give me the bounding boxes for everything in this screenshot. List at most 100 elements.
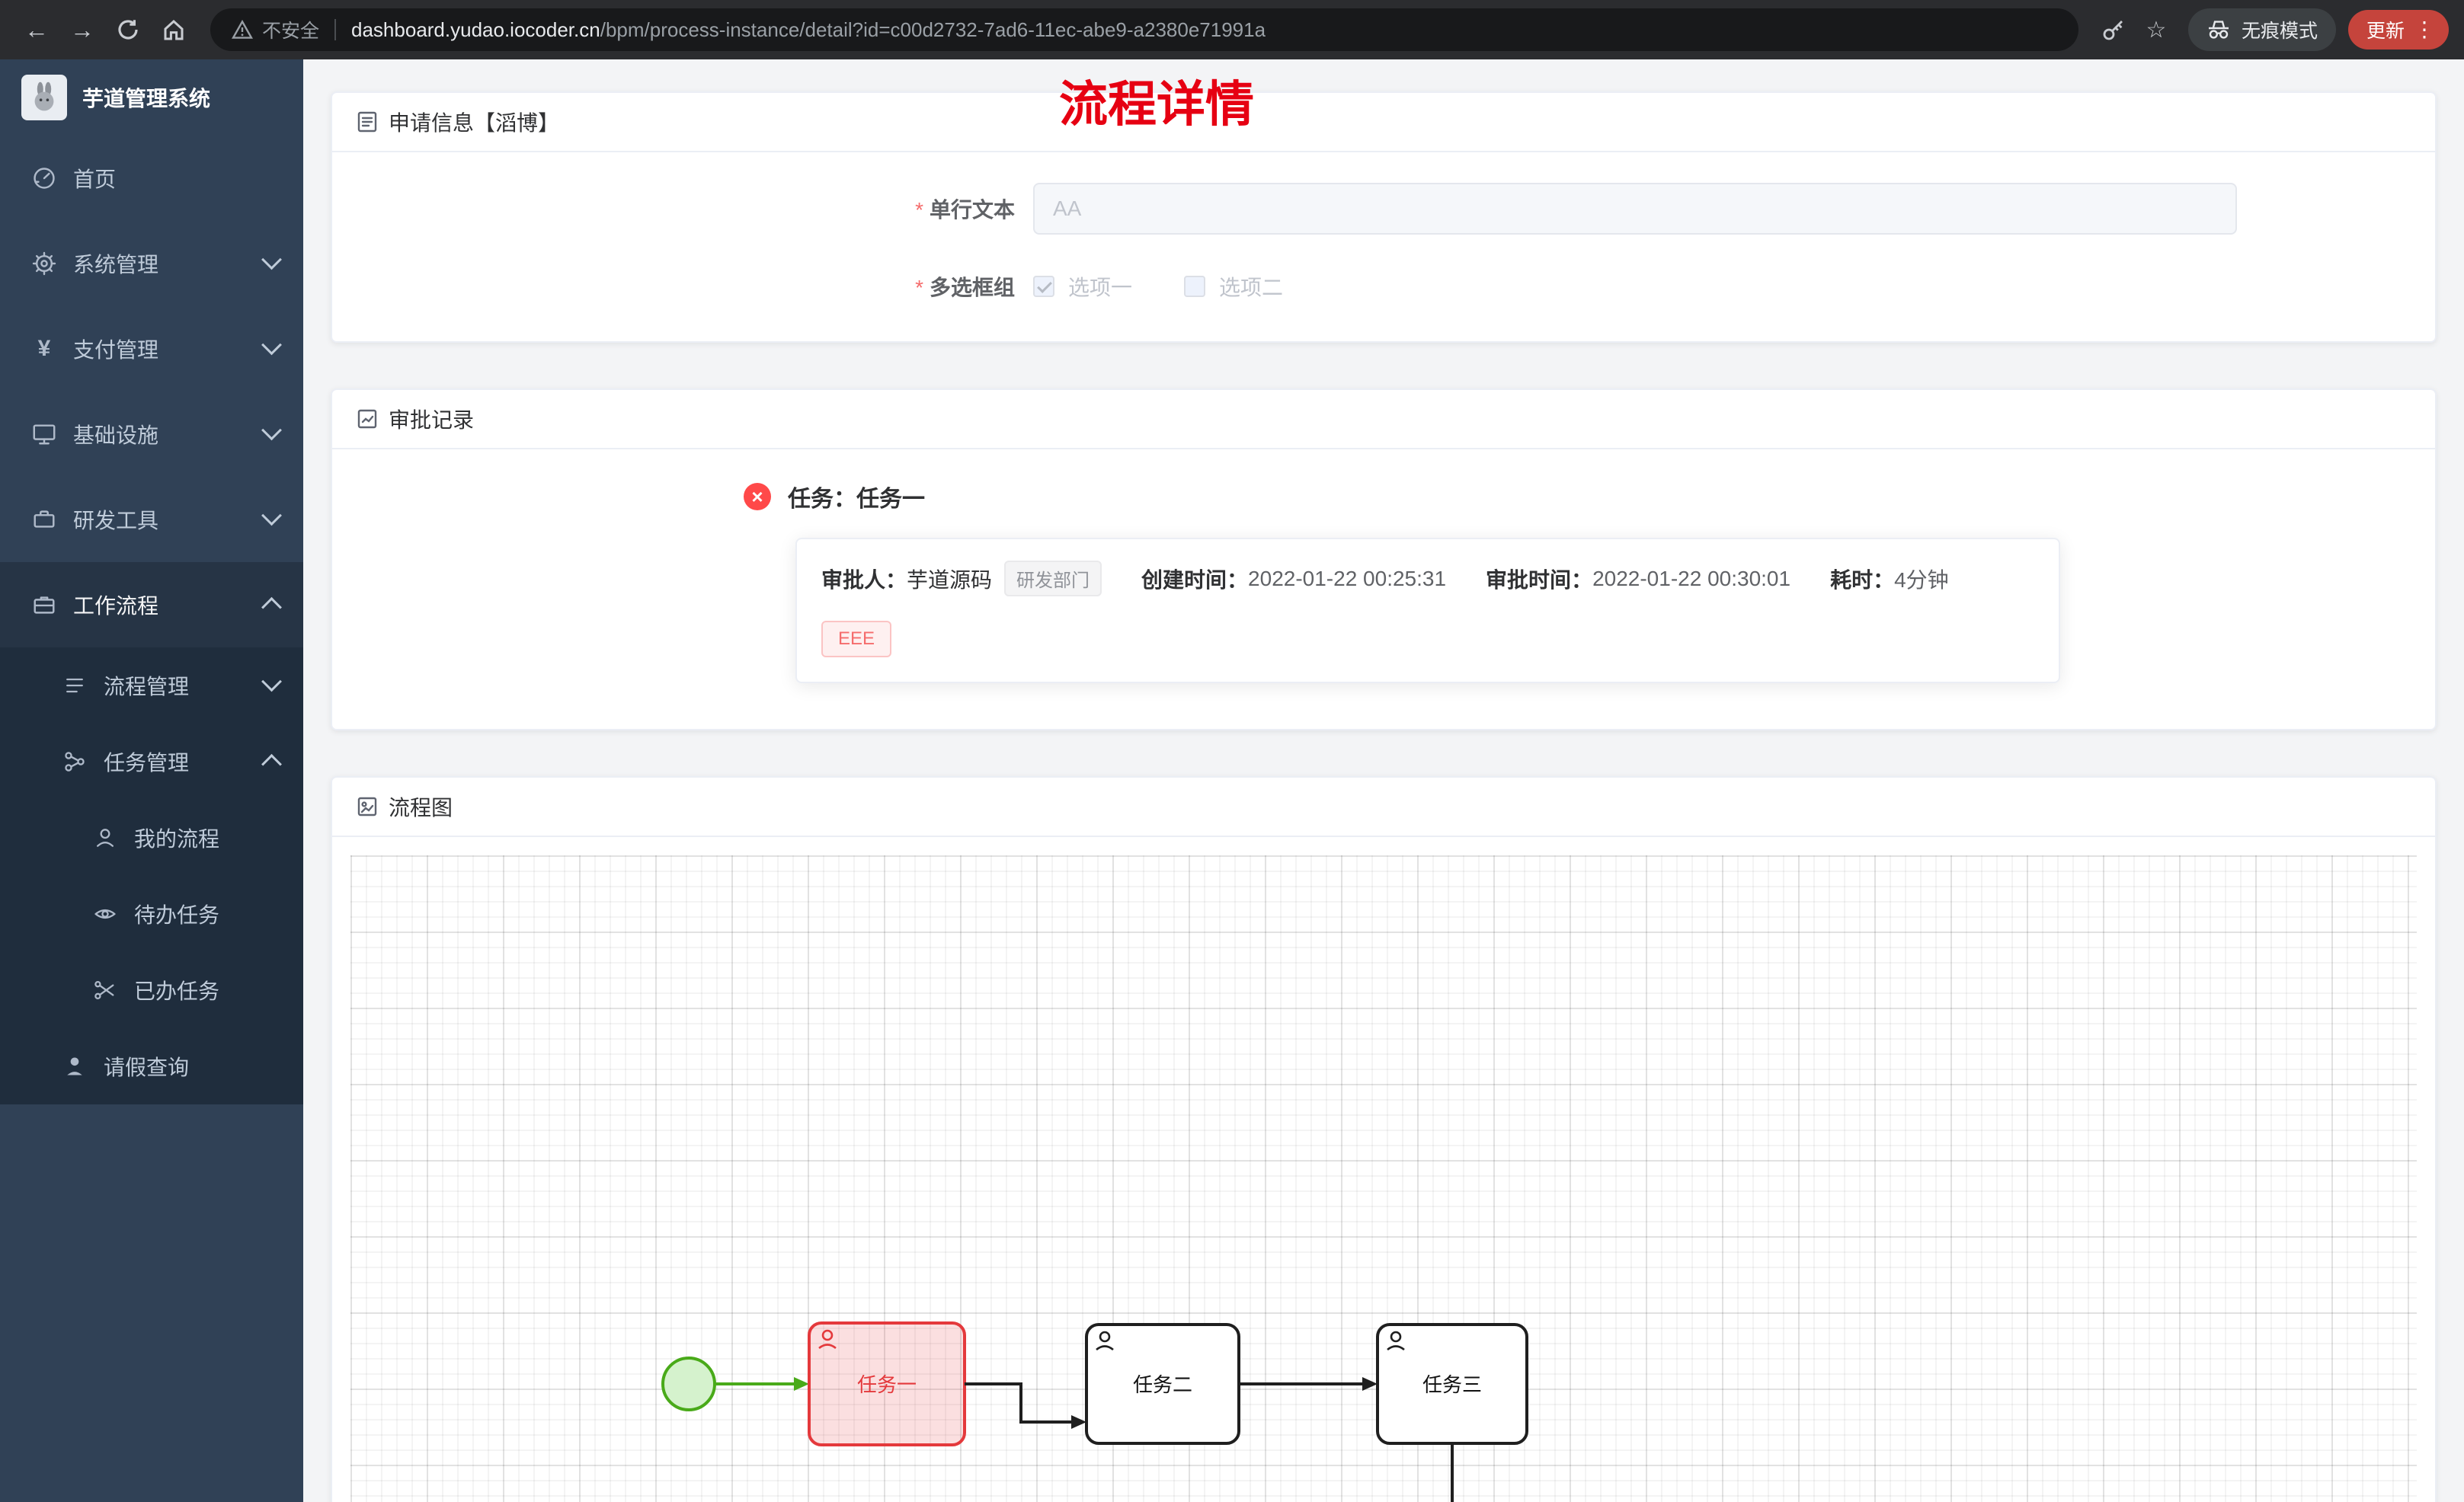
approved-time: 2022-01-22 00:30:01 <box>1592 566 1791 590</box>
browser-update-button[interactable]: 更新 ⋮ <box>2347 10 2449 50</box>
user-task-icon <box>818 1329 837 1350</box>
menu-label: 请假查询 <box>104 1056 190 1079</box>
app-logo[interactable]: 芋道管理系统 <box>0 59 303 136</box>
app-title: 芋道管理系统 <box>82 87 211 110</box>
browser-toolbar: ← → 不安全 dashboard.yudao.iocoder.cn/bpm/p… <box>0 0 2464 59</box>
required-asterisk: * <box>915 276 923 299</box>
reason-tag: EEE <box>821 621 892 657</box>
duration-group: 耗时： 4分钟 <box>1830 564 1949 594</box>
browser-menu-icon[interactable]: ⋮ <box>2414 18 2435 41</box>
card-title: 流程图 <box>389 796 453 820</box>
single-line-text-input <box>1033 183 2237 235</box>
bpmn-flow-task1-to-task2 <box>965 1382 1086 1429</box>
menu-label: 待办任务 <box>134 903 220 927</box>
app-logo-image <box>21 75 67 120</box>
department-tag: 研发部门 <box>1004 561 1102 596</box>
yen-icon: ¥ <box>37 336 51 361</box>
browser-home-button[interactable] <box>152 8 195 51</box>
sidebar-item-payment[interactable]: ¥ 支付管理 <box>0 306 303 391</box>
share-nodes-icon <box>61 748 88 775</box>
menu-label: 已办任务 <box>134 979 220 1003</box>
workflow-submenu: 流程管理 任务管理 我的流程 <box>0 647 303 1104</box>
application-form: *单行文本 *多选框组 选项一 选项二 <box>332 152 2435 341</box>
duration-value: 4分钟 <box>1894 567 1949 592</box>
bpmn-task-node-2[interactable]: 任务二 <box>1085 1323 1240 1445</box>
bpmn-task-node-3[interactable]: 任务三 <box>1376 1323 1528 1445</box>
document-icon <box>357 111 377 133</box>
sidebar: 芋道管理系统 首页 系统管理 <box>0 59 303 1502</box>
list-icon <box>61 672 88 699</box>
sidebar-item-home[interactable]: 首页 <box>0 136 303 221</box>
sidebar-item-process-mgmt[interactable]: 流程管理 <box>0 647 303 724</box>
checkbox-group: 选项一 选项二 <box>1033 271 1335 302</box>
browser-reload-button[interactable] <box>107 8 149 51</box>
browser-back-button[interactable]: ← <box>15 8 58 51</box>
sidebar-item-infra[interactable]: 基础设施 <box>0 391 303 477</box>
sidebar-menu: 首页 系统管理 ¥ 支付管理 <box>0 136 303 1104</box>
url-host: dashboard.yudao.iocoder.cn <box>351 18 600 41</box>
record-icon <box>357 409 377 429</box>
card-title: 申请信息【滔博】 <box>389 111 560 135</box>
sidebar-item-task-mgmt[interactable]: 任务管理 <box>0 724 303 800</box>
monitor-icon <box>30 420 58 448</box>
key-icon <box>2103 21 2123 40</box>
bpmn-canvas[interactable]: 任务一 任务二 <box>350 855 2417 1502</box>
form-row-text: *单行文本 <box>332 183 2435 235</box>
bpmn-task-node-1[interactable]: 任务一 <box>808 1321 966 1446</box>
sidebar-item-todo-tasks[interactable]: 待办任务 <box>0 876 303 952</box>
incognito-badge: 无痕模式 <box>2187 8 2336 51</box>
menu-label: 支付管理 <box>73 338 159 362</box>
checkbox-checked-icon <box>1033 276 1054 297</box>
checkbox-option-1: 选项一 <box>1033 271 1132 302</box>
home-icon <box>164 19 184 40</box>
back-icon: ← <box>24 15 49 43</box>
reload-icon <box>118 20 138 40</box>
user-icon <box>91 824 119 852</box>
diagram-icon <box>357 797 377 817</box>
created-time: 2022-01-22 00:25:31 <box>1248 566 1447 590</box>
approved-label: 审批时间： <box>1486 567 1593 592</box>
menu-label: 首页 <box>73 168 117 191</box>
card-title: 审批记录 <box>389 408 475 432</box>
chevron-down-icon <box>261 670 282 692</box>
chevron-down-icon <box>261 419 282 440</box>
approval-reason-row: EEE <box>821 621 2034 657</box>
approver-label: 审批人： <box>821 567 907 592</box>
incognito-icon <box>2208 21 2229 39</box>
task2-label: 任务二 <box>1133 1373 1192 1396</box>
url-text: dashboard.yudao.iocoder.cn/bpm/process-i… <box>351 18 1266 42</box>
sidebar-item-devtools[interactable]: 研发工具 <box>0 477 303 562</box>
address-bar[interactable]: 不安全 dashboard.yudao.iocoder.cn/bpm/proce… <box>210 8 2078 51</box>
person-icon <box>61 1053 88 1080</box>
created-label: 创建时间： <box>1141 567 1249 592</box>
incognito-label: 无痕模式 <box>2241 21 2318 42</box>
gear-icon <box>30 250 58 277</box>
toolbox-icon <box>30 506 58 533</box>
warning-icon <box>232 20 253 39</box>
star-icon: ☆ <box>2146 17 2167 43</box>
browser-forward-button[interactable]: → <box>61 8 104 51</box>
task-title: 任务：任务一 <box>788 487 925 512</box>
menu-label: 基础设施 <box>73 423 159 447</box>
sidebar-item-system[interactable]: 系统管理 <box>0 221 303 306</box>
sidebar-item-workflow[interactable]: 工作流程 <box>0 562 303 647</box>
forward-icon: → <box>70 15 94 43</box>
bpmn-start-event[interactable] <box>661 1357 716 1411</box>
password-key-button[interactable] <box>2094 10 2133 50</box>
scissors-icon <box>91 976 119 1004</box>
security-chip[interactable]: 不安全 <box>232 16 319 43</box>
bpmn-flow-start-to-task1 <box>715 1377 809 1391</box>
chevron-down-icon <box>261 248 282 270</box>
process-diagram-card: 流程图 <box>331 776 2437 1502</box>
checkbox-unchecked-icon <box>1184 276 1206 297</box>
dashboard-icon <box>30 165 58 192</box>
bpmn-flow-task2-to-task3 <box>1239 1377 1378 1391</box>
sidebar-item-done-tasks[interactable]: 已办任务 <box>0 952 303 1028</box>
approval-records-card: 审批记录 × 任务：任务一 审批人： 芋道源码 研发部门 <box>331 388 2437 730</box>
sidebar-item-leave-query[interactable]: 请假查询 <box>0 1028 303 1104</box>
sidebar-item-my-process[interactable]: 我的流程 <box>0 800 303 876</box>
bookmark-star-button[interactable]: ☆ <box>2136 10 2176 50</box>
approval-timeline: × 任务：任务一 审批人： 芋道源码 研发部门 创建时间： <box>332 449 2435 729</box>
field-label: *单行文本 <box>915 198 1015 222</box>
